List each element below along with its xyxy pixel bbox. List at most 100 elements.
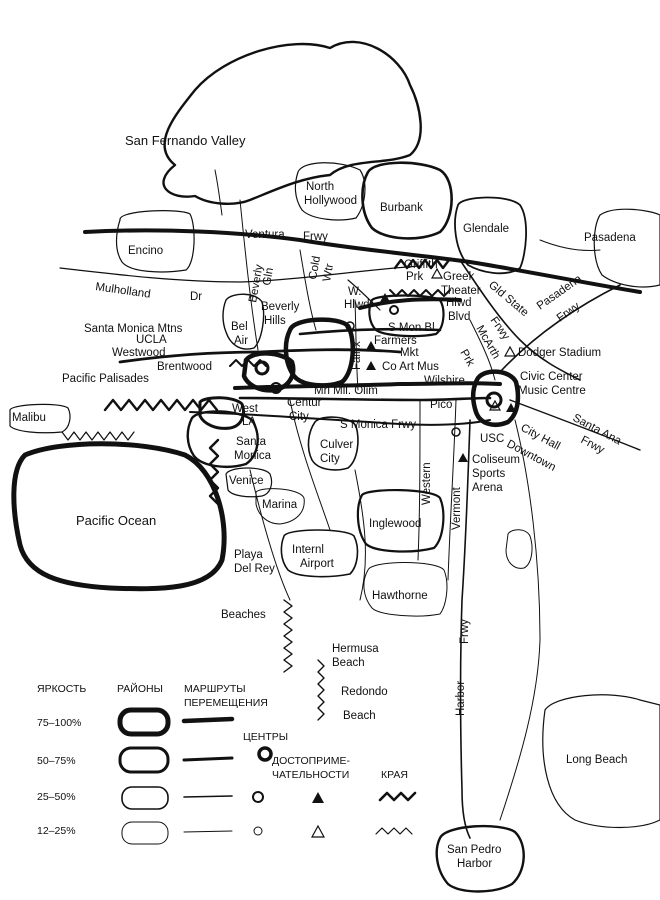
- label-burbank: Burbank: [380, 202, 423, 214]
- label-harbor: Harbor: [455, 681, 467, 716]
- label-s-mon-bl: S Mon Bl: [388, 322, 435, 334]
- label-monica: Monica: [234, 450, 272, 462]
- route-lincoln: [249, 469, 291, 601]
- legend-center-sample-2: [252, 791, 264, 803]
- label-fairfx: Fairfx: [351, 341, 363, 370]
- route-s-monica-frwy: [189, 411, 491, 426]
- center-hollywood: [389, 305, 399, 315]
- label-frwy-pasadena: Frwy: [555, 300, 582, 324]
- area-beverly-hills: [283, 317, 356, 388]
- label-west: West: [232, 403, 259, 415]
- route-pico-olympic: [238, 396, 492, 402]
- label-griffith: Griffith: [404, 259, 438, 271]
- area-pasadena: [593, 208, 660, 288]
- legend-routes-header-2: ПЕРЕМЕЩЕНИЯ: [184, 697, 268, 709]
- label-prk-mcarth: Prk: [457, 348, 476, 369]
- label-internl: Internl: [292, 544, 324, 556]
- legend-route-sample-3: [183, 795, 233, 798]
- legend-level-3: 25–50%: [37, 791, 76, 803]
- route-fairfx: [354, 299, 359, 391]
- label-harbor-san-pedro: Harbor: [457, 858, 492, 870]
- label-arena: Arena: [472, 482, 503, 494]
- label-mrl-mil-olim: Mrl Mil. Olim: [314, 385, 378, 397]
- legend-landmark-sample-open: [310, 824, 326, 838]
- route-mcarth: [469, 319, 496, 381]
- route-s-mon-bl: [298, 327, 442, 336]
- legend-landmarks-header-2: ЧАТЕЛЬНОСТИ: [272, 769, 349, 781]
- edge-beaches: [283, 599, 293, 673]
- center-downtown: [485, 391, 503, 409]
- label-redondo: Redondo: [341, 686, 388, 698]
- legend-center-sample-1: [257, 746, 273, 762]
- center-westwood: [254, 360, 270, 376]
- label-wilshire: Wilshire: [424, 375, 465, 387]
- area-small-east: [505, 529, 533, 569]
- label-hermusa: Hermusa: [332, 643, 379, 655]
- route-mulholland-dr: [59, 265, 421, 283]
- label-santa: Santa: [236, 436, 267, 448]
- label-pico: Pico: [430, 399, 452, 411]
- area-glendale: [454, 196, 527, 275]
- label-co-art-mus: Co Art Mus: [382, 361, 439, 373]
- legend-edges-header: КРАЯ: [381, 769, 408, 781]
- label-gln: Gln: [261, 267, 276, 287]
- label-city-culver: City: [320, 453, 340, 465]
- route-beverly-gln: [239, 199, 259, 351]
- area-downtown: [471, 369, 521, 427]
- route-ne-local: [539, 239, 601, 251]
- label-westwood: Westwood: [112, 347, 165, 359]
- label-mkt: Mkt: [400, 347, 419, 359]
- area-malibu: [9, 403, 71, 434]
- landmark-music-centre: [506, 403, 516, 412]
- route-hlwd-blvd: [358, 297, 462, 310]
- label-glendale: Glendale: [463, 223, 509, 235]
- route-pasadena-frwy: [499, 284, 621, 373]
- label-airport: Airport: [300, 558, 335, 570]
- route-east-side: [499, 419, 541, 821]
- label-gld-state: Gld State: [486, 279, 530, 319]
- area-hollywood: [368, 294, 445, 338]
- legend-landmark-sample-filled: [312, 792, 324, 803]
- map-labels: San Fernando Valley North Hollywood Burb…: [12, 133, 636, 870]
- area-santa-monica: [186, 410, 259, 468]
- label-pacific-palisades: Pacific Palisades: [62, 373, 149, 385]
- route-wilshire: [233, 381, 502, 390]
- area-san-pedro-harbor: [435, 824, 525, 893]
- label-civic-center: Civic Center: [520, 371, 583, 383]
- legend-route-sample-1: [181, 716, 235, 724]
- legend-district-sample-1: [117, 707, 171, 737]
- edge-hermusa-coast: [317, 659, 325, 721]
- label-north-hollywood-1: North: [306, 181, 334, 193]
- area-burbank: [361, 161, 453, 240]
- area-bel-air: [222, 293, 265, 350]
- area-venice: [225, 467, 273, 498]
- label-ventura: Ventura: [245, 229, 285, 241]
- label-hawthorne: Hawthorne: [372, 590, 428, 602]
- label-ucla: UCLA: [136, 334, 167, 346]
- area-north-hollywood: [294, 162, 366, 221]
- label-usc: USC: [480, 433, 504, 445]
- area-encino: [115, 210, 195, 273]
- label-culver: Culver: [320, 439, 353, 451]
- label-del-rey: Del Rey: [234, 563, 275, 575]
- area-hawthorne: [363, 562, 448, 617]
- label-hlwd-blvd-1: Hlwd: [446, 297, 472, 309]
- label-malibu: Malibu: [12, 412, 46, 424]
- label-city-centur: City: [289, 411, 309, 423]
- route-sepulveda: [289, 399, 331, 531]
- route-north-local: [214, 169, 223, 216]
- label-beverly-hills-2: Hills: [264, 315, 286, 327]
- label-frwy-ventura: Frwy: [303, 231, 328, 243]
- label-theater: Theater: [441, 285, 481, 297]
- route-sunset: [118, 348, 402, 364]
- edges: [61, 258, 451, 721]
- label-north-hollywood-2: Hollywood: [304, 195, 357, 207]
- label-hlwd-blvd-2: Blvd: [448, 311, 470, 323]
- legend-district-sample-3: [121, 786, 169, 810]
- label-encino: Encino: [128, 245, 163, 257]
- landmark-city-hall: [488, 399, 502, 411]
- label-beach-hermusa: Beach: [332, 657, 365, 669]
- legend-districts-header: РАЙОНЫ: [117, 682, 163, 695]
- label-venice: Venice: [229, 475, 264, 487]
